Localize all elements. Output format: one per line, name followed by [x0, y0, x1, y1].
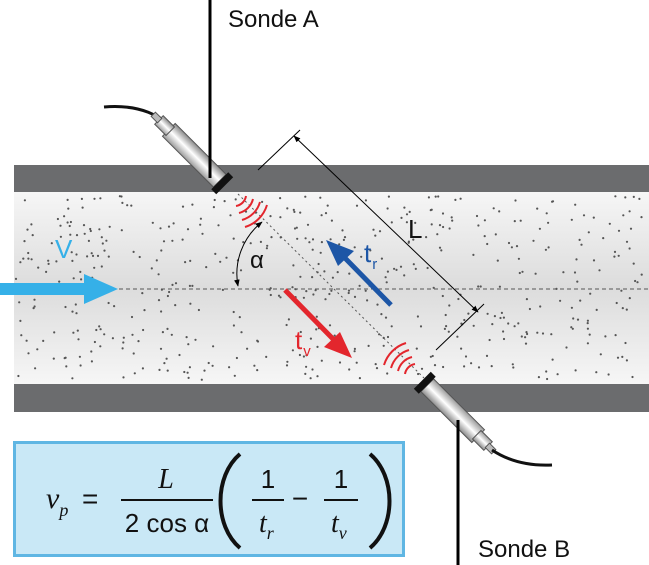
length-label: L — [408, 214, 422, 244]
angle-label: α — [250, 247, 264, 274]
formula-inner-right-denominator: tv — [331, 508, 347, 543]
formula-canvas: vp = L 2 cos α 1 tr − 1 tv — [46, 452, 392, 550]
formula-inner-left-denominator: tr — [259, 508, 275, 543]
sonde-b-label: Sonde B — [478, 536, 570, 563]
probe-b-cable — [491, 448, 553, 467]
formula-numerator: L — [157, 464, 174, 495]
probe-b-signal-waves — [383, 342, 416, 375]
pipe-wall-bottom — [14, 384, 649, 412]
pipe-wall-top — [14, 165, 649, 192]
probe-b — [413, 371, 497, 455]
angle-arc — [234, 221, 263, 287]
formula-box: vp = L 2 cos α 1 tr − 1 tv — [13, 441, 405, 557]
length-dimension — [257, 129, 485, 351]
t-v-arrow — [283, 288, 352, 358]
velocity-label: V — [55, 234, 73, 264]
t-v-label: tv — [295, 325, 311, 360]
formula-left-paren — [218, 452, 242, 550]
formula-right-paren — [368, 452, 392, 550]
formula-inner-right-numerator: 1 — [334, 464, 348, 494]
velocity-arrow — [0, 274, 118, 304]
sonde-a-label: Sonde A — [228, 6, 319, 33]
formula-lhs: vp — [46, 482, 68, 520]
formula-denominator: 2 cos α — [125, 508, 209, 538]
t-r-label: tr — [364, 238, 377, 273]
formula-equals: = — [82, 483, 98, 514]
formula-minus: − — [292, 483, 308, 514]
formula-inner-left-numerator: 1 — [261, 464, 275, 494]
t-r-arrow — [326, 240, 393, 307]
